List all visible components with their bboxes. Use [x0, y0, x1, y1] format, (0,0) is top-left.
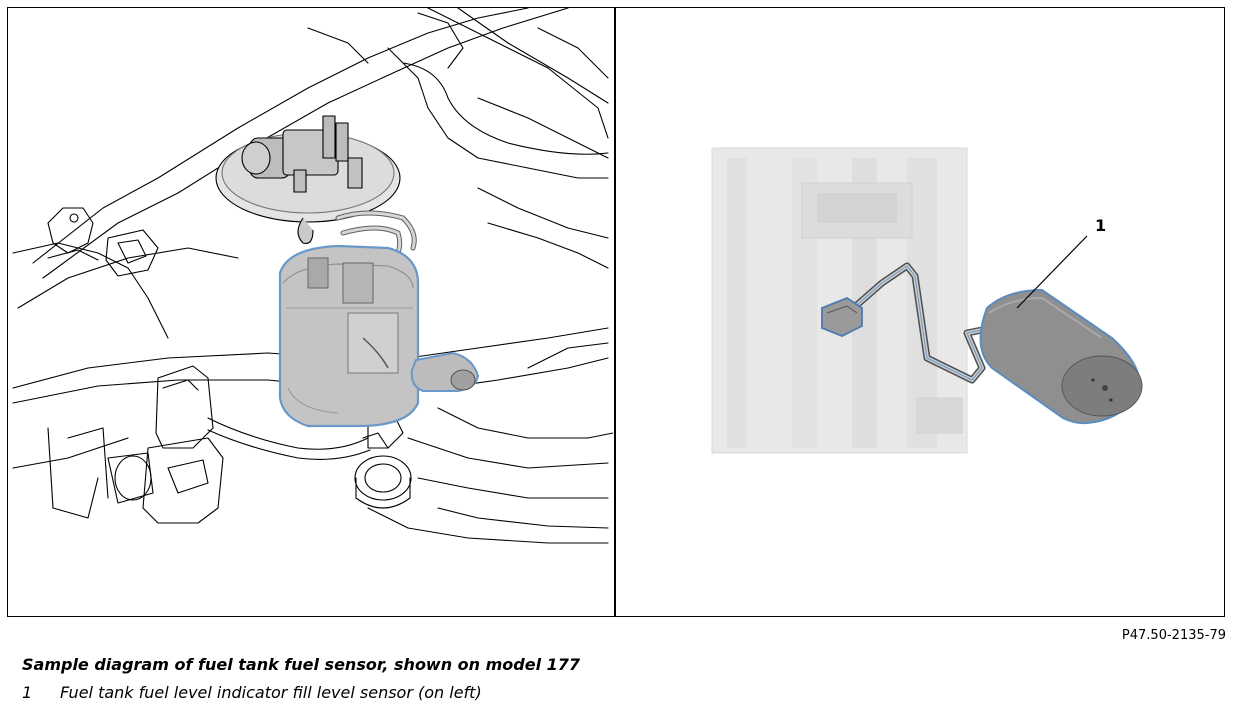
fill-level-sensor-float [410, 351, 480, 392]
sensor-pivot-clip [821, 296, 863, 337]
panel-divider [614, 7, 616, 617]
fuel-tank-illustration [12, 8, 613, 544]
fuel-sensor-detail-illustration: 1 [711, 147, 1143, 454]
fill-level-sensor-float-detail [979, 288, 1143, 425]
left-illustration-panel [8, 8, 613, 616]
right-illustration-panel: 1 [617, 8, 1223, 616]
faded-module-background [711, 147, 968, 454]
legend-item: 1 Fuel tank fuel level indicator fill le… [22, 683, 482, 702]
fuel-pump-module [278, 244, 420, 428]
callout-leader-line [1016, 235, 1088, 309]
legend-item-number: 1 [22, 683, 33, 702]
callout-number: 1 [1095, 216, 1106, 235]
legend-item-text: Fuel tank fuel level indicator fill leve… [60, 683, 482, 702]
figure-caption-title: Sample diagram of fuel tank fuel sensor,… [22, 655, 581, 674]
figure-reference-code: P47.50-2135-79 [1121, 628, 1226, 643]
